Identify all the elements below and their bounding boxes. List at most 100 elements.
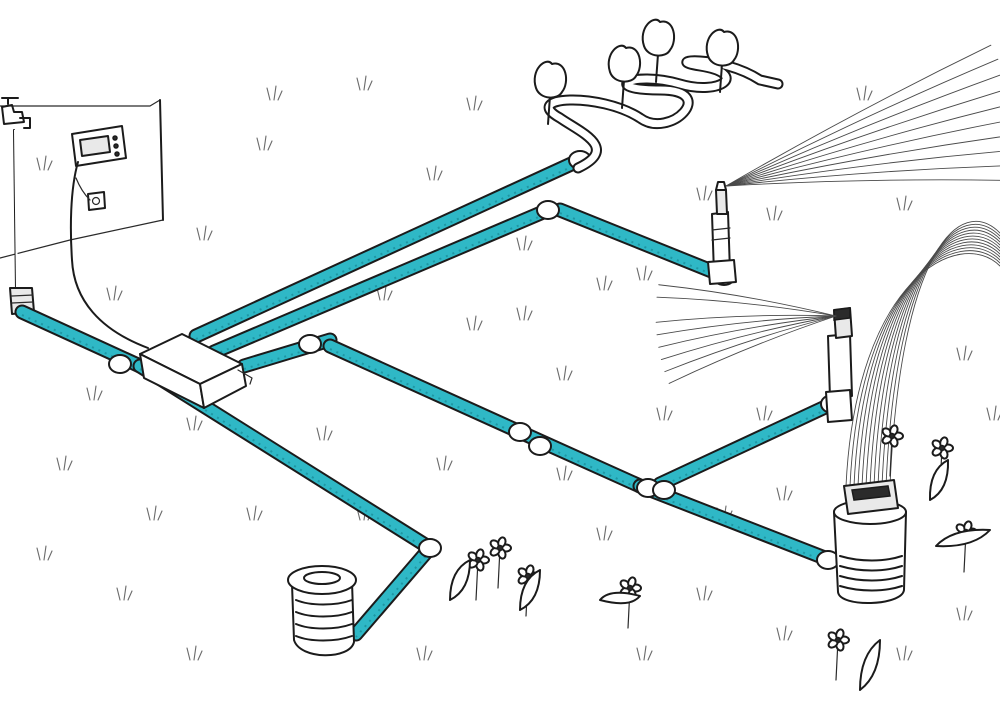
pipe-segment-10 [654,396,842,490]
rotor-spray-line-6 [725,136,1000,187]
oscillating-arc-10 [885,223,1000,487]
leaf-4 [859,639,881,691]
side-spray-line-3 [660,315,837,360]
pipe-network [14,152,844,642]
rotor-spray-line-9 [725,179,1000,187]
grass-tuft-36 [416,645,433,661]
grass-tuft-30 [986,405,1000,421]
rotor-spray-line-3 [725,90,1000,187]
pipe-texture-5 [559,212,725,280]
rotor-spray-line-7 [725,151,1000,187]
trees [533,18,740,125]
flower-center-3 [888,432,896,440]
tree-trunk-2 [655,53,659,83]
leaf-3 [599,591,641,605]
power-outlet [75,177,106,211]
rotor-spray-line-4 [725,106,1000,187]
grass-tuft-25 [776,625,793,641]
flower-center-5 [834,636,842,644]
oscillating-arc-11 [889,221,1000,487]
grass-tuft-21 [756,405,773,421]
valve-box [139,333,253,409]
pipe-texture-9 [639,488,831,564]
flowers [449,424,991,691]
rotor-spray-line-2 [725,74,1000,187]
oscillating-arc-3 [857,244,1000,487]
drip-line [543,55,784,174]
tree-crown-3 [705,28,740,67]
side-spray-line-6 [656,296,837,317]
pipe-texture-4 [213,212,549,356]
grass-tuft-1 [196,225,213,241]
oscillating-arc-9 [881,226,1000,487]
tree-crown-2 [641,18,676,57]
outdoor-faucet [1,97,35,315]
grass-tuft-6 [766,205,783,221]
pipe-segment-2 [350,542,436,640]
grass-tuft-27 [116,585,133,601]
grass-tuft-3 [426,165,443,181]
pipe-segment-3 [190,154,586,342]
grass-tuft-22 [776,485,793,501]
grass-tuft-19 [556,365,573,381]
rotor-spray-line-8 [725,165,1000,187]
side-spray-line-0 [655,314,837,323]
pipe-fitting-2 [536,200,560,220]
oscillating-sprinkler-box [833,479,907,604]
tree-trunk-3 [719,63,723,93]
rotor-spray-water [725,44,1000,187]
grass-tuft-31 [956,605,973,621]
pipe-fitting-4 [508,422,532,442]
pop-up-spray-sprinkler [825,307,853,423]
oscillating-arc-8 [877,229,1000,487]
rotor-spray-line-5 [725,121,1000,187]
pipe-segment-9 [634,480,836,566]
grass-tuft-37 [636,645,653,661]
grass-tuft-28 [186,645,203,661]
grass-tuft-9 [636,265,653,281]
grass-tuft-43 [106,285,123,301]
oscillating-arc-4 [861,241,1000,487]
grass-tuft-42 [516,235,533,251]
oscillating-arc-0 [845,253,1000,487]
grass-tuft-12 [516,305,533,321]
leaf-5 [935,528,991,548]
pipe-texture-2 [355,550,431,638]
grass-tuft-38 [266,85,283,101]
grass-tuft-4 [466,95,483,111]
side-spray-line-4 [664,315,837,373]
tree-trunk-1 [621,79,625,109]
water-connection-box [287,565,357,657]
grass-tuft-11 [466,315,483,331]
grass-tuft-23 [596,525,613,541]
side-spray-water [655,284,837,384]
grass-tuft-33 [146,505,163,521]
side-spray-line-1 [656,315,837,336]
flower-center-1 [496,544,504,552]
flower-center-4 [938,444,946,452]
grass-tuft-8 [596,275,613,291]
pipe-fitting-7 [652,480,676,500]
leaf-2 [928,459,950,501]
flower-center-0 [474,556,482,564]
side-spray-line-7 [658,284,837,317]
pipe-fitting-3 [298,334,322,354]
pipe-texture-10 [659,404,837,488]
tree-crown-0 [533,60,568,99]
leaf-0 [449,559,471,601]
leaf-1 [519,569,541,611]
flower-center-7 [626,584,634,592]
grass-tuft-18 [436,455,453,471]
grass-tuft-20 [656,405,673,421]
grass-tuft-32 [316,425,333,441]
grass-tuft-7 [896,195,913,211]
house-wall [0,99,164,259]
rotor-spray-line-1 [725,58,999,187]
grass-tuft-15 [186,415,203,431]
irrigation-controller [69,125,149,349]
pipe-texture-0 [21,314,141,370]
grass-tuft-26 [896,645,913,661]
grass [36,75,1000,661]
